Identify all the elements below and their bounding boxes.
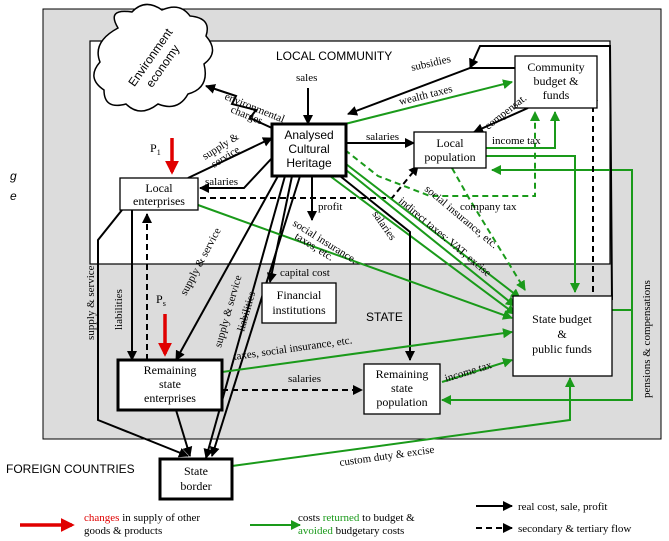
legend-green-text-1: costs returned to budget & (298, 512, 415, 524)
label-pensions: pensions & compensations (641, 280, 653, 398)
node-heritage-2: Cultural (288, 142, 329, 156)
node-community-budget-1: Community (527, 60, 584, 74)
node-heritage-box (270, 122, 348, 178)
node-state-budget-3: public funds (532, 342, 592, 356)
symbol-ps: Ps (156, 292, 166, 308)
node-remaining-population-3: population (376, 395, 427, 409)
node-local-enterprises-1: Local (145, 181, 173, 195)
node-community-budget-2: budget & (534, 74, 580, 88)
symbol-p1: P1 (150, 141, 161, 157)
node-remaining-population-box (363, 363, 441, 415)
flow-left-outer (97, 209, 189, 458)
local-community-label: LOCAL COMMUNITY (276, 49, 392, 63)
node-remaining-population-1: Remaining (376, 367, 429, 381)
flow-indirect-taxes (345, 169, 516, 307)
foreign-countries-label: FOREIGN COUNTRIES (6, 462, 135, 476)
node-state-budget-1: State budget (532, 312, 592, 326)
flow-liabilities-2 (209, 175, 301, 457)
flow-supply-service-1 (187, 137, 273, 179)
legend-red-text-2: goods & products (84, 525, 162, 537)
side-text-2: e (10, 189, 17, 203)
node-remaining-enterprises-1: Remaining (144, 363, 197, 377)
flow-pensions-2 (441, 310, 633, 405)
node-community-budget-box (514, 55, 598, 109)
node-state-budget-2: & (557, 327, 567, 341)
flow-capital-cost (266, 175, 293, 283)
label-sales: sales (296, 72, 317, 84)
label-custom-duty: custom duty & excise (339, 444, 435, 469)
node-state-budget-box (512, 295, 613, 377)
node-heritage-1: Analysed (284, 128, 333, 142)
node-remaining-population-2: state (391, 381, 413, 395)
flow-wealth-taxes (344, 79, 513, 125)
flow-taxes-social (221, 328, 513, 373)
node-state-border-box (158, 457, 234, 501)
flow-salaries-1 (199, 157, 273, 193)
node-remaining-enterprises-3: enterprises (144, 391, 196, 405)
environment-cloud (93, 3, 214, 112)
node-local-population-box (413, 131, 487, 169)
node-state-border-2: border (180, 479, 211, 493)
flow-local-pop-state (486, 155, 580, 293)
flow-enterprises-state-budget (197, 204, 513, 320)
flow-social-ins-2 (345, 163, 521, 299)
node-financial-1: Financial (277, 288, 322, 302)
node-state-border-1: State (184, 464, 208, 478)
legend-solid-text: real cost, sale, profit (518, 501, 608, 513)
node-local-population-2: population (424, 150, 475, 164)
flow-income-tax-2 (441, 357, 513, 383)
node-heritage-3: Heritage (286, 156, 332, 170)
flow-company-tax (344, 111, 540, 197)
flow-custom-duty (231, 377, 575, 467)
node-remaining-enterprises-box (116, 358, 224, 412)
flow-enterprises-border (175, 409, 193, 457)
legend-green-text-2: avoided budgetary costs (298, 525, 404, 537)
flow-dashed-enterprises-population (200, 165, 419, 199)
label-company-tax: company tax (460, 201, 517, 213)
node-financial-2: institutions (272, 303, 326, 317)
label-salaries-4: salaries (288, 373, 321, 385)
flow-environmental-charges (205, 84, 273, 129)
flow-income-tax-1 (486, 111, 560, 149)
flow-pensions (491, 165, 633, 311)
label-salaries-1: salaries (205, 176, 238, 188)
node-financial-box (261, 282, 337, 324)
label-income-tax-1: income tax (492, 135, 541, 147)
label-capital-cost: capital cost (280, 267, 330, 279)
flow-state-heritage-outer (469, 45, 613, 301)
flow-social-ins-1 (329, 175, 516, 315)
node-local-enterprises-2: enterprises (133, 194, 185, 208)
label-salaries-2: salaries (366, 131, 399, 143)
legend-dashed-text: secondary & tertiary flow (518, 523, 631, 535)
flow-local-pop-state-dashed (451, 167, 526, 291)
flow-salaries-3 (339, 175, 415, 361)
state-label: STATE (366, 310, 403, 324)
flow-supply-service-2 (175, 175, 279, 361)
flow-compensat (473, 107, 529, 133)
node-community-budget-3: funds (543, 88, 570, 102)
label-profit: profit (318, 201, 342, 213)
label-supply-service-left: supply & service (85, 265, 97, 340)
node-local-enterprises-box (119, 177, 199, 211)
label-liabilities-left: liabilities (113, 289, 125, 330)
node-local-population-1: Local (436, 136, 464, 150)
node-remaining-enterprises-2: state (159, 377, 181, 391)
side-text-1: g (10, 169, 17, 183)
legend-red-text-1: changes in supply of other (84, 512, 200, 524)
